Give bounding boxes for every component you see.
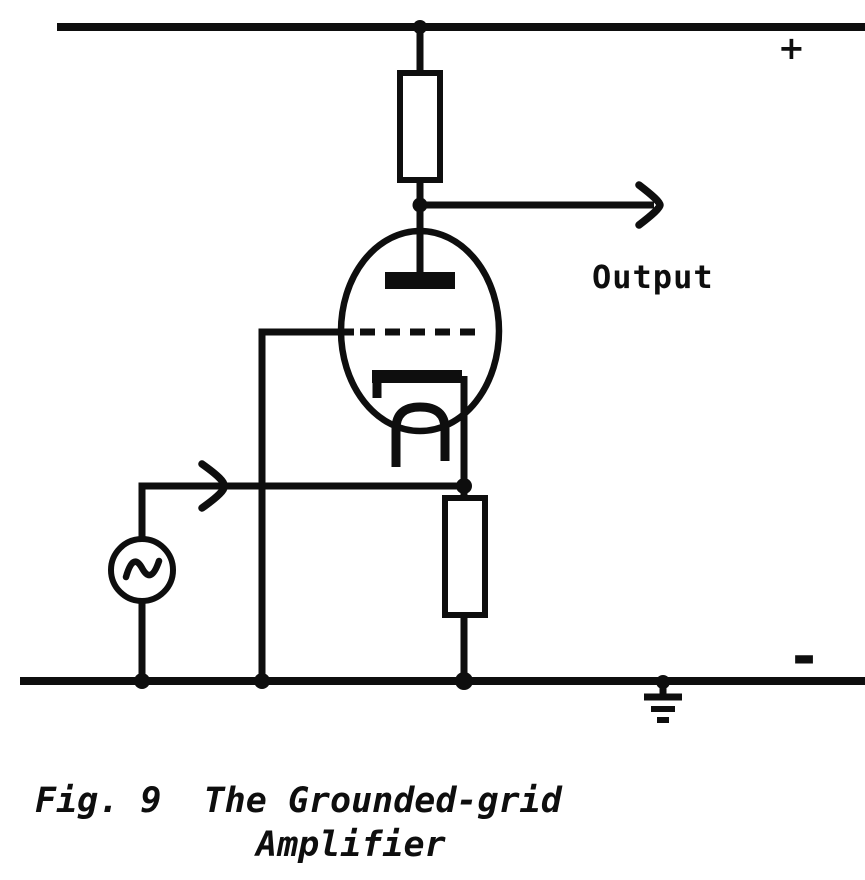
junction-dot — [455, 672, 473, 690]
figure-caption-line1: Fig. 9 The Grounded-grid — [35, 781, 563, 821]
signal-source — [108, 536, 176, 681]
cathode — [372, 370, 468, 486]
heater-filament — [391, 402, 450, 467]
resistor-icon — [397, 70, 443, 183]
cathode-resistor — [442, 486, 488, 681]
junction-dot — [413, 20, 427, 34]
triode-tube — [337, 227, 503, 486]
negative-supply-label: - — [792, 622, 816, 690]
output-arrow — [420, 181, 664, 229]
positive-supply-label: + — [778, 29, 805, 67]
sine-wave-icon — [122, 557, 163, 581]
anode-resistor — [397, 27, 443, 234]
junction-dot — [254, 673, 270, 689]
anode-plate — [385, 272, 455, 289]
figure-caption-line2: Amplifier — [254, 825, 446, 865]
cathode-bar — [372, 370, 462, 383]
junction-dot — [412, 197, 428, 213]
arrowhead-icon — [635, 181, 664, 229]
junction-dot — [134, 673, 150, 689]
output-label: Output — [592, 258, 714, 296]
input-wire — [138, 460, 464, 540]
grid-ground-wire — [258, 328, 354, 681]
signal-direction-arrow-icon — [198, 460, 228, 512]
cathode-feed-wire — [138, 482, 464, 540]
resistor-icon — [442, 495, 488, 618]
ground-icon — [644, 675, 682, 723]
